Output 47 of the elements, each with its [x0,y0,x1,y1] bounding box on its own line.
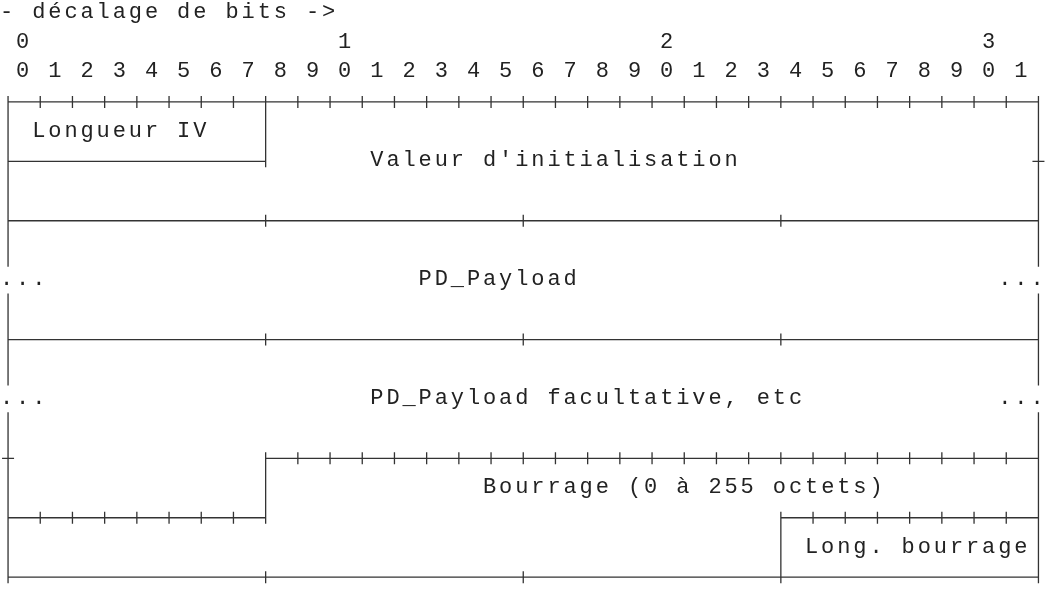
field-label: Bourrage (0 à 255 octets) [483,474,886,503]
field-label: Valeur d'initialisation [370,147,741,176]
bit-number: 3 [434,58,451,87]
continuation-mark: ... [0,266,49,295]
bit-number: 4 [144,58,161,87]
bit-number: 0 [338,58,355,87]
field-label: Long. bourrage [805,533,1031,562]
bit-tens-number: 1 [338,28,355,57]
bit-number: 6 [853,58,870,87]
continuation-mark: ... [0,385,49,414]
bit-number: 6 [209,58,226,87]
bit-number: 5 [499,58,516,87]
bit-number: 5 [821,58,838,87]
bit-number: 8 [595,58,612,87]
axis-caption: - décalage de bits -> [0,0,339,27]
bit-number: 0 [16,58,33,87]
bit-number: 6 [531,58,548,87]
field-label: Longueur IV [32,117,210,146]
continuation-mark: ... [998,385,1046,414]
bit-number: 9 [627,58,644,87]
bit-number: 9 [949,58,966,87]
bit-number: 9 [305,58,322,87]
bit-number: 0 [982,58,999,87]
bit-number: 7 [885,58,902,87]
bit-number: 5 [177,58,194,87]
bit-number: 2 [724,58,741,87]
bit-number: 1 [370,58,387,87]
bit-number: 4 [466,58,483,87]
continuation-mark: ... [998,266,1046,295]
bit-number: 1 [1014,58,1031,87]
bit-tens-number: 0 [16,28,33,57]
bit-tens-number: 3 [982,28,999,57]
bit-number: 0 [660,58,677,87]
bit-number: 8 [273,58,290,87]
bit-tens-number: 2 [660,28,677,57]
bit-number: 7 [563,58,580,87]
bit-number: 1 [48,58,65,87]
bit-number: 3 [756,58,773,87]
field-label: PD_Payload [418,266,580,295]
field-label: PD_Payload facultative, etc [370,385,806,414]
bit-number: 3 [112,58,129,87]
bit-number: 7 [241,58,258,87]
bit-number: 4 [788,58,805,87]
bit-number: 8 [917,58,934,87]
bit-number: 1 [692,58,709,87]
bit-number: 2 [80,58,97,87]
bit-number: 2 [402,58,419,87]
